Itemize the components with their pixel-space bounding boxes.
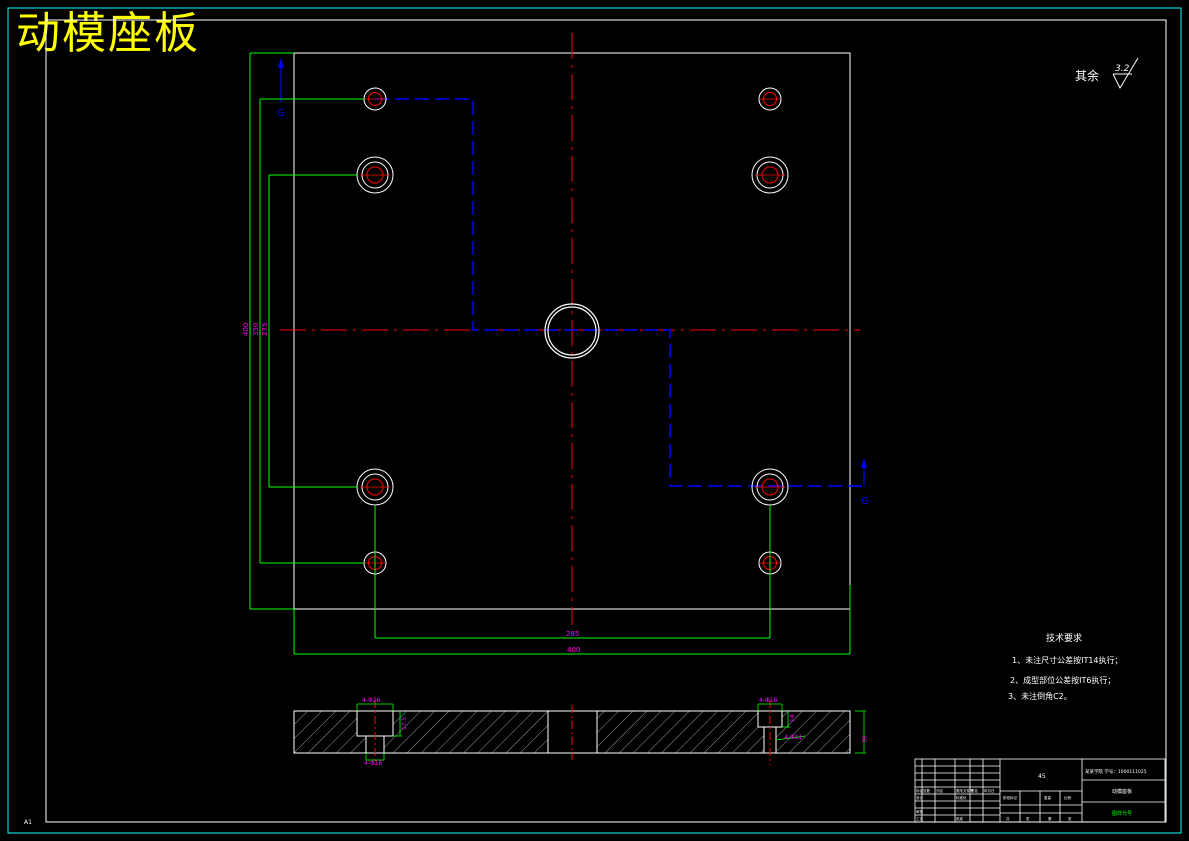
title-block-drawing-no: 图样代号	[1112, 810, 1132, 817]
title-block-part-name: 动模座板	[1112, 788, 1132, 795]
svg-text:工艺: 工艺	[916, 816, 924, 821]
svg-text:阶段标记: 阶段标记	[1003, 795, 1017, 800]
inner-border	[45, 19, 1167, 823]
callout-left-top: 4-Φ26	[362, 697, 381, 704]
svg-text:处数: 处数	[923, 788, 931, 793]
section-arrowhead-left	[278, 58, 284, 68]
title-block-school: 某某学院 学号：1000111025	[1085, 768, 1147, 775]
svg-text:更改文件号: 更改文件号	[956, 788, 974, 793]
callout-right-depth: 14	[789, 714, 796, 722]
dim-total-height: 400	[242, 323, 250, 336]
section-view	[293, 700, 851, 765]
tech-req-item: 3、未注倒角C2。	[1008, 691, 1072, 701]
svg-text:重量: 重量	[1044, 795, 1052, 800]
callout-left-depth: 17.5	[401, 716, 408, 730]
svg-text:批准: 批准	[956, 816, 964, 821]
title-block	[914, 758, 1166, 823]
callout-right-top: 4-Φ18	[759, 697, 778, 704]
svg-text:审核: 审核	[916, 809, 924, 814]
roughness-symbol	[1112, 57, 1139, 90]
svg-text:第: 第	[1048, 816, 1052, 821]
roughness-label: 其余	[1075, 68, 1099, 83]
tech-req-item: 2、成型部位公差按IT6执行；	[1010, 675, 1115, 685]
dim-thickness: 30	[860, 735, 867, 743]
section-mark-left: G	[277, 108, 285, 119]
tech-req-item: 1、未注尺寸公差按IT14执行；	[1012, 655, 1123, 665]
svg-text:标记: 标记	[916, 788, 924, 793]
svg-text:张: 张	[1068, 816, 1072, 821]
svg-text:张: 张	[1026, 816, 1030, 821]
outer-border	[7, 7, 1182, 834]
tech-req-title: 技术要求	[1046, 632, 1082, 644]
section-arrowhead-right	[861, 458, 867, 468]
center-bore-outer	[544, 303, 600, 359]
section-mark-right: G	[861, 496, 869, 507]
section-cut-line	[375, 98, 864, 487]
dim-hole-span: 285	[566, 630, 579, 638]
callout-right-bottom: 4-Φ11	[784, 734, 803, 741]
svg-text:签名: 签名	[971, 788, 978, 793]
callout-left-bottom: 4-Φ16	[364, 760, 383, 767]
corner-tick	[1162, 19, 1167, 24]
dim-vert-inner: 275	[261, 323, 269, 336]
title-block-material: 45	[1038, 773, 1046, 780]
center-bore-inner	[547, 306, 597, 356]
dim-vert-outer: 350	[252, 323, 260, 336]
svg-text:设计: 设计	[916, 795, 924, 800]
dimension-lines	[249, 52, 851, 655]
svg-text:分区: 分区	[936, 788, 944, 793]
svg-text:标准化: 标准化	[956, 795, 967, 800]
sheet-size-label: A1	[24, 819, 32, 826]
dim-total-width: 400	[567, 646, 580, 654]
svg-text:比例: 比例	[1064, 795, 1072, 800]
svg-text:共: 共	[1006, 816, 1010, 821]
title-block-cells: 标记 处数 分区 更改文件号 签名 年月日 设计 标准化 阶段标记 重量 比例 …	[916, 788, 1072, 821]
section-dimension-lines	[356, 703, 866, 761]
svg-text:年月日: 年月日	[984, 788, 995, 793]
roughness-value: 3.2	[1115, 64, 1130, 74]
